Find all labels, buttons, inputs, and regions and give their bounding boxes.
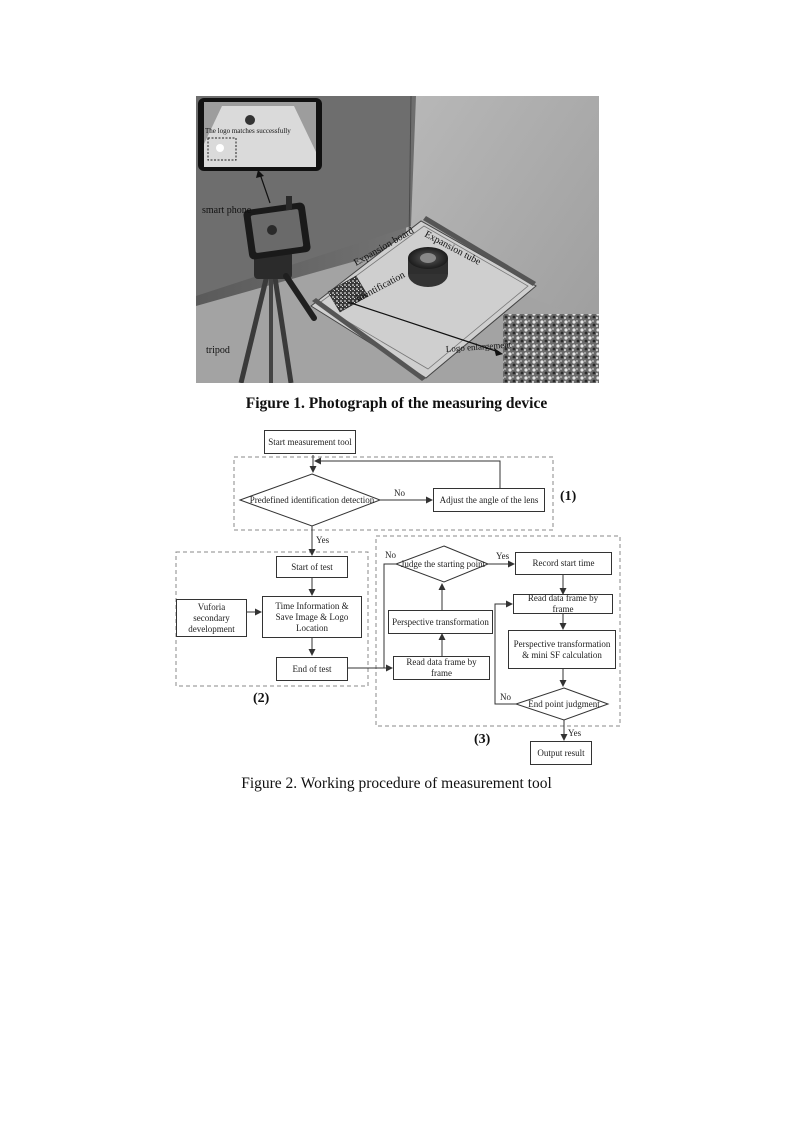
output-node: Output result [530, 741, 592, 765]
judge-start-node: Judge the starting point [400, 559, 486, 569]
group-label-3: (3) [474, 732, 491, 747]
start-tool-node: Start measurement tool [264, 430, 356, 454]
tripod-label: tripod [206, 345, 230, 356]
read-frame-left-node: Read data frame by frame [393, 656, 490, 680]
figure-1-caption: Figure 1. Photograph of the measuring de… [245, 395, 548, 412]
vuforia-node: Vuforia secondary development [176, 599, 247, 637]
read-frame-right-node: Read data frame by frame [513, 593, 613, 614]
end-point-node: End point judgment [528, 699, 600, 709]
logo-enlargement-label: Logo enlargement [445, 339, 512, 354]
adjust-angle-node: Adjust the angle of the lens [433, 488, 545, 512]
edge-no-2: No [385, 550, 396, 560]
edge-yes-3: Yes [568, 728, 582, 738]
figure-2-caption: Figure 2. Working procedure of measureme… [241, 775, 552, 792]
edge-yes-2: Yes [496, 551, 510, 561]
edge-no-1: No [394, 488, 405, 498]
persp2-node: Perspective transformation & mini SF cal… [508, 630, 616, 669]
smart-phone-label: smart phone [202, 205, 252, 216]
group-label-2: (2) [253, 691, 270, 706]
record-start-node: Record start time [515, 552, 612, 575]
start-test-node: Start of test [276, 556, 348, 578]
edge-yes-1: Yes [316, 535, 330, 545]
group-label-1: (1) [560, 489, 577, 504]
predefined-detection-node: Predefined identification detection [249, 495, 375, 505]
time-info-node: Time Information & Save Image & Logo Loc… [262, 596, 362, 638]
measuring-device-photo: The logo matches successfully smart phon… [196, 96, 599, 383]
edge-no-3: No [500, 692, 511, 702]
logo-matches-label: The logo matches successfully [205, 127, 291, 135]
persp1-node: Perspective transformation [388, 610, 493, 634]
end-test-node: End of test [276, 657, 348, 681]
